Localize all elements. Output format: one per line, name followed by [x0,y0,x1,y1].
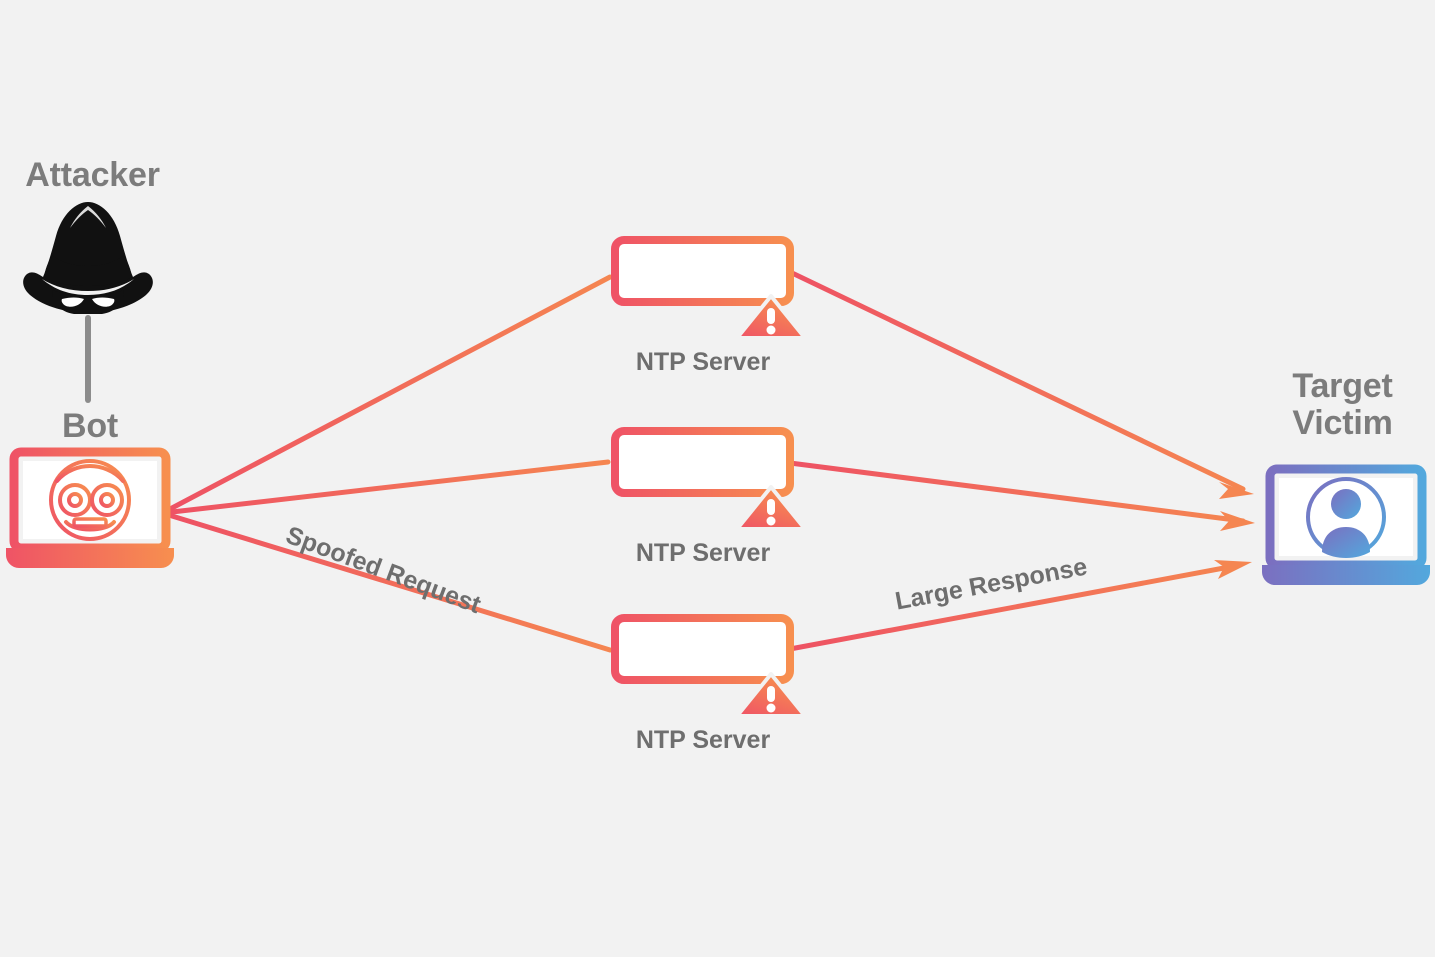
target-victim-label: Target Victim [1292,367,1393,442]
ntp-server-label-1: NTP Server [635,539,771,567]
request-edge-top [169,274,613,511]
ntp-server-label-0: NTP Server [635,348,771,376]
bot-label: Bot [61,407,119,445]
bot-laptop-icon [6,447,174,568]
request-edge-middle [169,459,611,515]
request-edges [169,274,613,653]
robot-face-icon [49,459,131,541]
response-edge-bottom [787,560,1252,652]
ntp-server-icon-0 [611,236,807,340]
response-edges [787,269,1255,652]
attacker-label: Attacker [25,156,160,194]
request-edge-bottom [169,513,613,653]
warning-triangle-icon-1 [735,485,807,531]
victim-laptop-icon [1262,464,1430,585]
ntp-server-label-2: NTP Server [635,726,771,754]
attacker-icon [23,202,153,314]
ntp-server-icon-1 [611,427,807,531]
warning-triangle-icon-0 [735,294,807,340]
response-edge-top [787,269,1254,499]
warning-triangle-icon-2 [735,672,807,718]
response-edge-middle [787,460,1255,531]
ntp-server-icon-2 [611,614,807,718]
user-avatar-icon [1306,477,1386,558]
